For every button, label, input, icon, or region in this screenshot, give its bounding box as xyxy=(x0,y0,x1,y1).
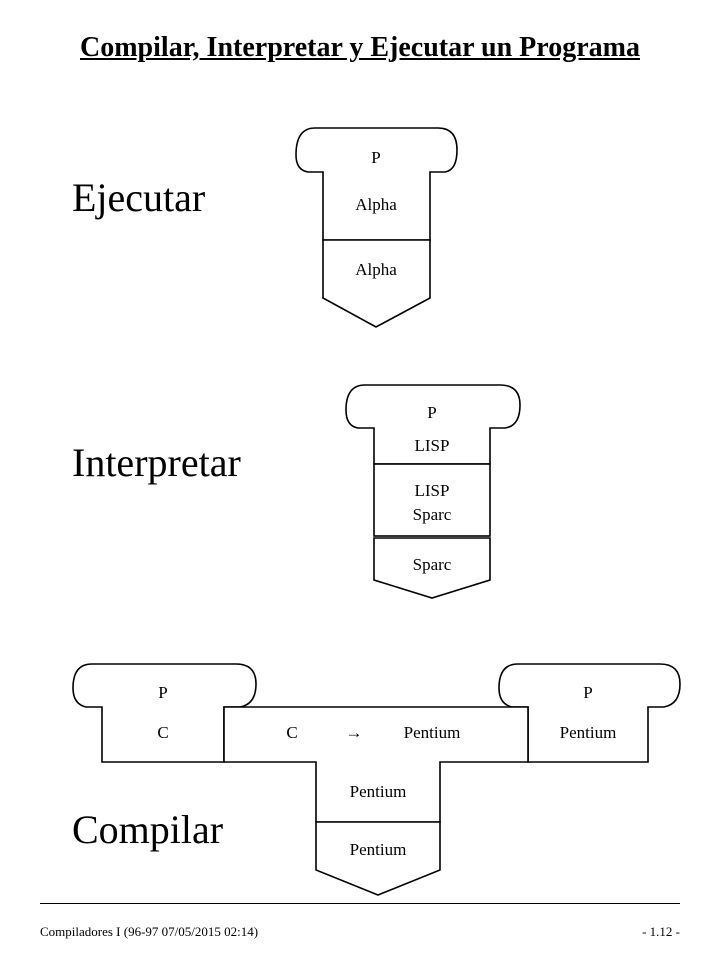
compilar-compiler-target: Pentium xyxy=(404,723,461,742)
compilar-machine-label: Pentium xyxy=(350,840,407,859)
interpretar-group: P LISP LISP Sparc Sparc xyxy=(345,384,521,599)
interpretar-interpreter-shape xyxy=(373,463,491,537)
ejecutar-program-name: P xyxy=(371,148,380,167)
interpretar-machine-label: Sparc xyxy=(413,555,452,574)
interpretar-machine-shape xyxy=(373,537,491,599)
interpretar-program-shape xyxy=(345,384,521,465)
footer-page-number: - 1.12 - xyxy=(642,924,680,939)
compilar-group: P C C → Pentium Pentium Pentium P Pentiu… xyxy=(72,663,681,896)
ejecutar-program-shape xyxy=(295,127,458,241)
ejecutar-machine-shape xyxy=(322,239,431,328)
interpretar-interpreter-source: LISP xyxy=(415,481,450,500)
ejecutar-machine-label: Alpha xyxy=(355,260,397,279)
page-title: Compilar, Interpretar y Ejecutar un Prog… xyxy=(80,32,640,63)
compilar-compiler-source: C xyxy=(286,723,297,742)
compilar-target-program-name: P xyxy=(583,683,592,702)
arrow-right-icon: → xyxy=(346,723,363,742)
compilar-target-program-shape xyxy=(498,663,681,763)
ejecutar-program-language: Alpha xyxy=(355,195,397,214)
compilar-compiler-implementation: Pentium xyxy=(350,782,407,801)
section-label-interpretar: Interpretar xyxy=(72,440,241,485)
interpretar-program-name: P xyxy=(427,403,436,422)
section-label-compilar: Compilar xyxy=(72,807,224,852)
footer-left: Compiladores I (96-97 07/05/2015 02:14) xyxy=(40,924,259,939)
compilar-source-program-language: C xyxy=(157,723,168,742)
compilar-machine-shape xyxy=(315,821,441,896)
footer-divider xyxy=(40,903,680,904)
interpretar-program-language: LISP xyxy=(415,436,450,455)
ejecutar-group: P Alpha Alpha xyxy=(295,127,458,328)
compilar-target-program-language: Pentium xyxy=(560,723,617,742)
section-label-ejecutar: Ejecutar xyxy=(72,175,206,220)
compilar-source-program-name: P xyxy=(158,683,167,702)
interpretar-interpreter-host: Sparc xyxy=(413,505,452,524)
compilar-compiler-shape xyxy=(223,706,529,823)
compilar-source-program-shape xyxy=(72,663,257,763)
